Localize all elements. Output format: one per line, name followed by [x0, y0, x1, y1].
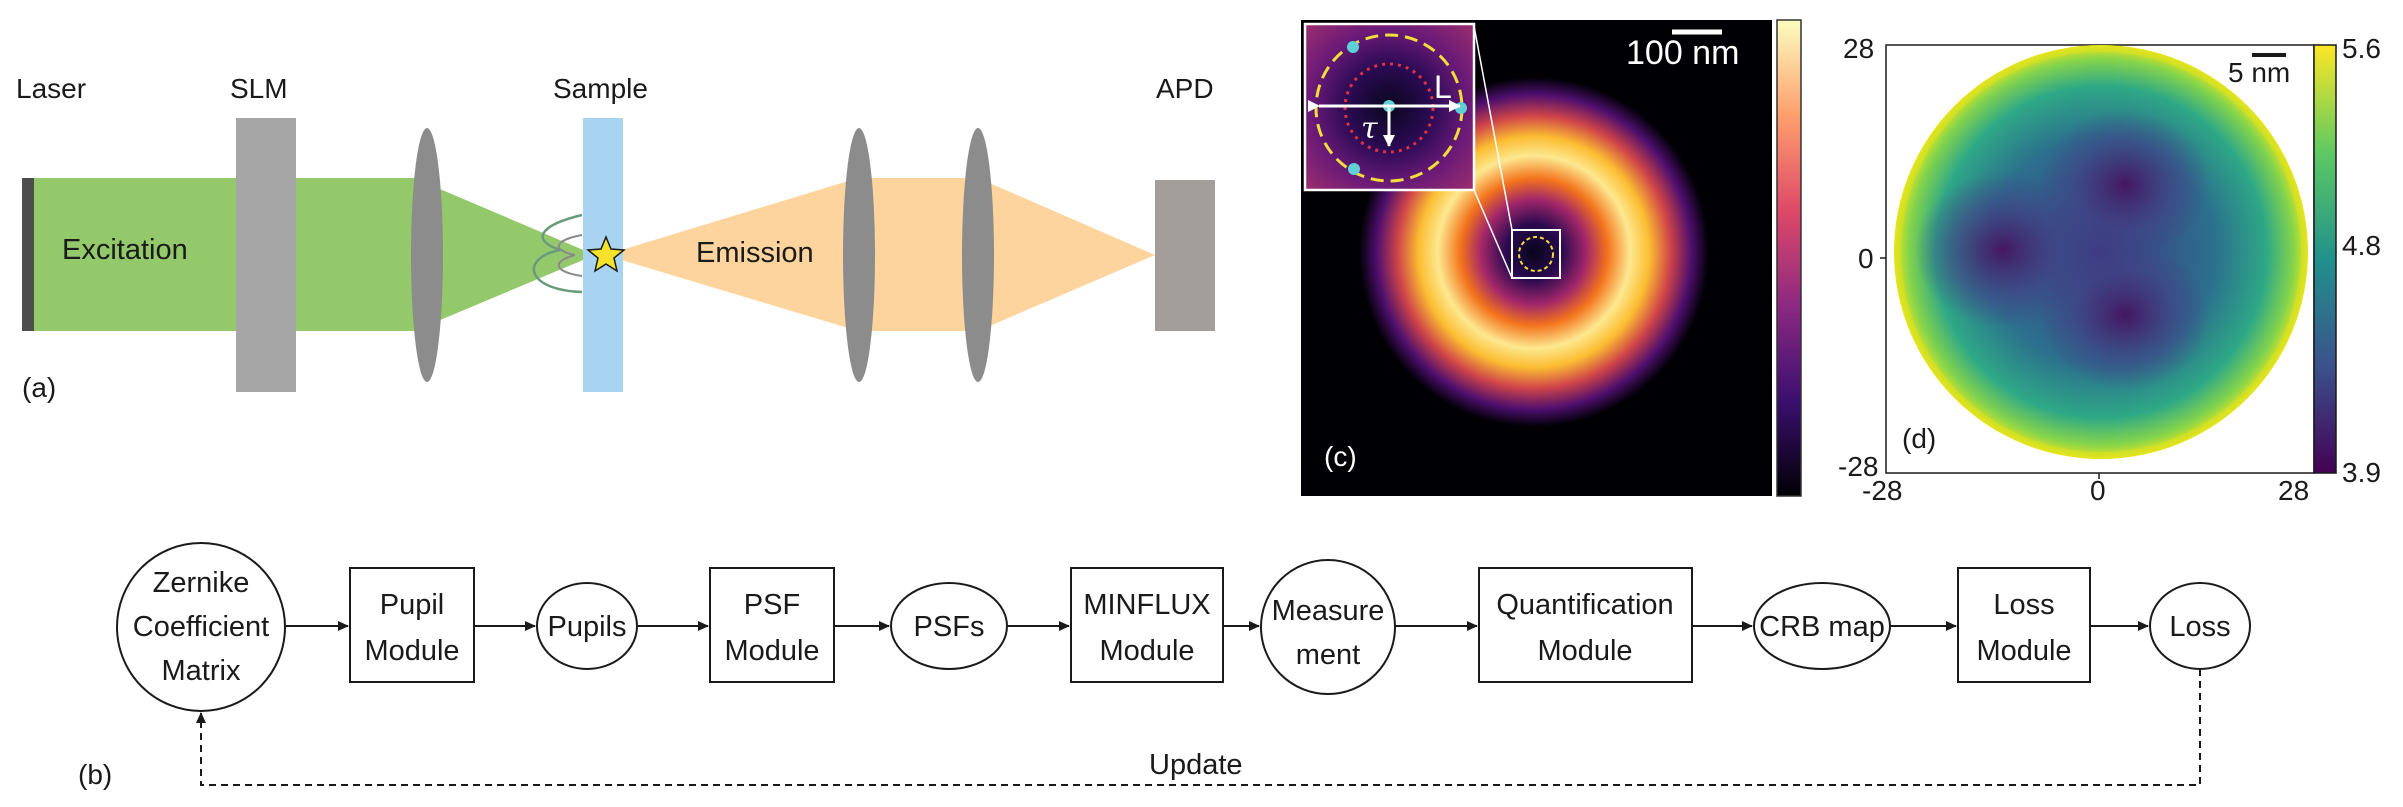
- lobe-top: [2040, 110, 2210, 260]
- colorbar-d: [2313, 44, 2337, 474]
- zoom-line-bottom: [1473, 189, 1513, 279]
- excitation-label: Excitation: [62, 234, 188, 266]
- panel-d-label: (d): [1902, 423, 1936, 454]
- zoom-line-top: [1473, 25, 1513, 231]
- panel-a-optical-setup: Laser SLM Sample APD Excitation Emission…: [16, 73, 1215, 403]
- node-zernike-label-1: Zernike: [153, 567, 250, 599]
- excitation-beam-2: [296, 178, 414, 331]
- node-psf-module: [709, 567, 835, 683]
- panel-b-label: (b): [78, 759, 112, 790]
- emission-label: Emission: [696, 237, 814, 269]
- excitation-focus-cone: [414, 178, 595, 331]
- node-psf-module-label-2: Module: [724, 635, 819, 667]
- node-measurement: [1260, 559, 1396, 695]
- panel-b-pipeline: Zernike Coefficient Matrix Pupil Module …: [78, 542, 2251, 790]
- node-psf-module-label-1: PSF: [744, 589, 800, 621]
- node-loss-label: Loss: [2169, 611, 2230, 643]
- slm-block: [236, 118, 296, 392]
- node-zernike-label-2: Coefficient: [133, 611, 270, 643]
- emission-beam: [858, 178, 978, 331]
- colorbar-tick-top: 5.6: [2342, 33, 2381, 64]
- slm-label: SLM: [230, 73, 288, 104]
- node-quantification-label-2: Module: [1537, 635, 1632, 667]
- laser-source: [22, 178, 34, 331]
- inset-tau-label: τ: [1361, 111, 1378, 146]
- node-measurement-label-1: Measure: [1272, 595, 1385, 627]
- node-loss-module-label-1: Loss: [1993, 589, 2054, 621]
- colorbar-c: [1776, 19, 1802, 497]
- scale-bar-c-label: 100 nm: [1626, 34, 1739, 72]
- y-tick-top: 28: [1843, 33, 1874, 64]
- excitation-beam-1: [34, 178, 236, 331]
- lens-2: [843, 128, 875, 382]
- zoom-box: [1511, 229, 1561, 279]
- node-loss-module: [1957, 567, 2091, 683]
- node-minflux-module: [1070, 567, 1224, 683]
- lobe-bottom: [2040, 240, 2210, 390]
- scale-bar-d-label: 5 nm: [2228, 57, 2290, 88]
- sample-label: Sample: [553, 73, 648, 104]
- node-minflux-label-2: Module: [1099, 635, 1194, 667]
- inset-point-right: [1455, 102, 1467, 114]
- node-loss-module-label-2: Module: [1976, 635, 2071, 667]
- node-psfs-label: PSFs: [914, 611, 985, 643]
- update-label: Update: [1149, 749, 1243, 781]
- node-quantification-module: [1478, 567, 1693, 683]
- node-pupil-module-label-1: Pupil: [380, 589, 445, 621]
- panel-d-crb-map: 5 nm (d) 28 0 -28 -28 0 28 5.6 4.8 3.9: [1838, 33, 2381, 506]
- zoom-box-ring: [1518, 236, 1554, 272]
- panel-c-label: (c): [1324, 441, 1357, 472]
- node-pupils-label: Pupils: [548, 611, 627, 643]
- inset-point-bottom: [1348, 163, 1360, 175]
- update-feedback-path: [196, 669, 2201, 786]
- node-pupil-module-label-2: Module: [364, 635, 459, 667]
- star-icon: [586, 235, 626, 273]
- apd-label: APD: [1156, 73, 1214, 104]
- node-minflux-label-1: MINFLUX: [1083, 589, 1210, 621]
- emission-converge: [978, 178, 1155, 331]
- y-tick-bottom: -28: [1838, 451, 1878, 482]
- colorbar-tick-bottom: 3.9: [2342, 457, 2381, 488]
- apd-detector: [1155, 180, 1215, 331]
- laser-label: Laser: [16, 73, 86, 104]
- inset-point-top: [1347, 41, 1359, 53]
- node-crb-map-label: CRB map: [1759, 611, 1885, 643]
- panel-a-label: (a): [22, 372, 56, 403]
- node-measurement-label-2: ment: [1296, 639, 1360, 671]
- node-pupil-module: [349, 567, 475, 683]
- node-zernike-label-3: Matrix: [162, 655, 241, 687]
- y-tick-mid: 0: [1858, 243, 1874, 274]
- lens-1: [411, 128, 443, 382]
- colorbar-tick-mid: 4.8: [2342, 230, 2381, 261]
- x-tick-right: 28: [2278, 475, 2309, 506]
- panel-c-psf-image: L τ 100 nm (c): [1301, 19, 1802, 497]
- node-quantification-label-1: Quantification: [1496, 589, 1673, 621]
- inset-L-label: L: [1434, 69, 1452, 105]
- lens-3: [962, 128, 994, 382]
- psf-curve-2: [557, 234, 583, 277]
- emission-cone: [605, 178, 858, 331]
- x-tick-mid: 0: [2090, 475, 2106, 506]
- x-tick-left: -28: [1862, 475, 1902, 506]
- crb-disk-lobes: [1894, 45, 2308, 459]
